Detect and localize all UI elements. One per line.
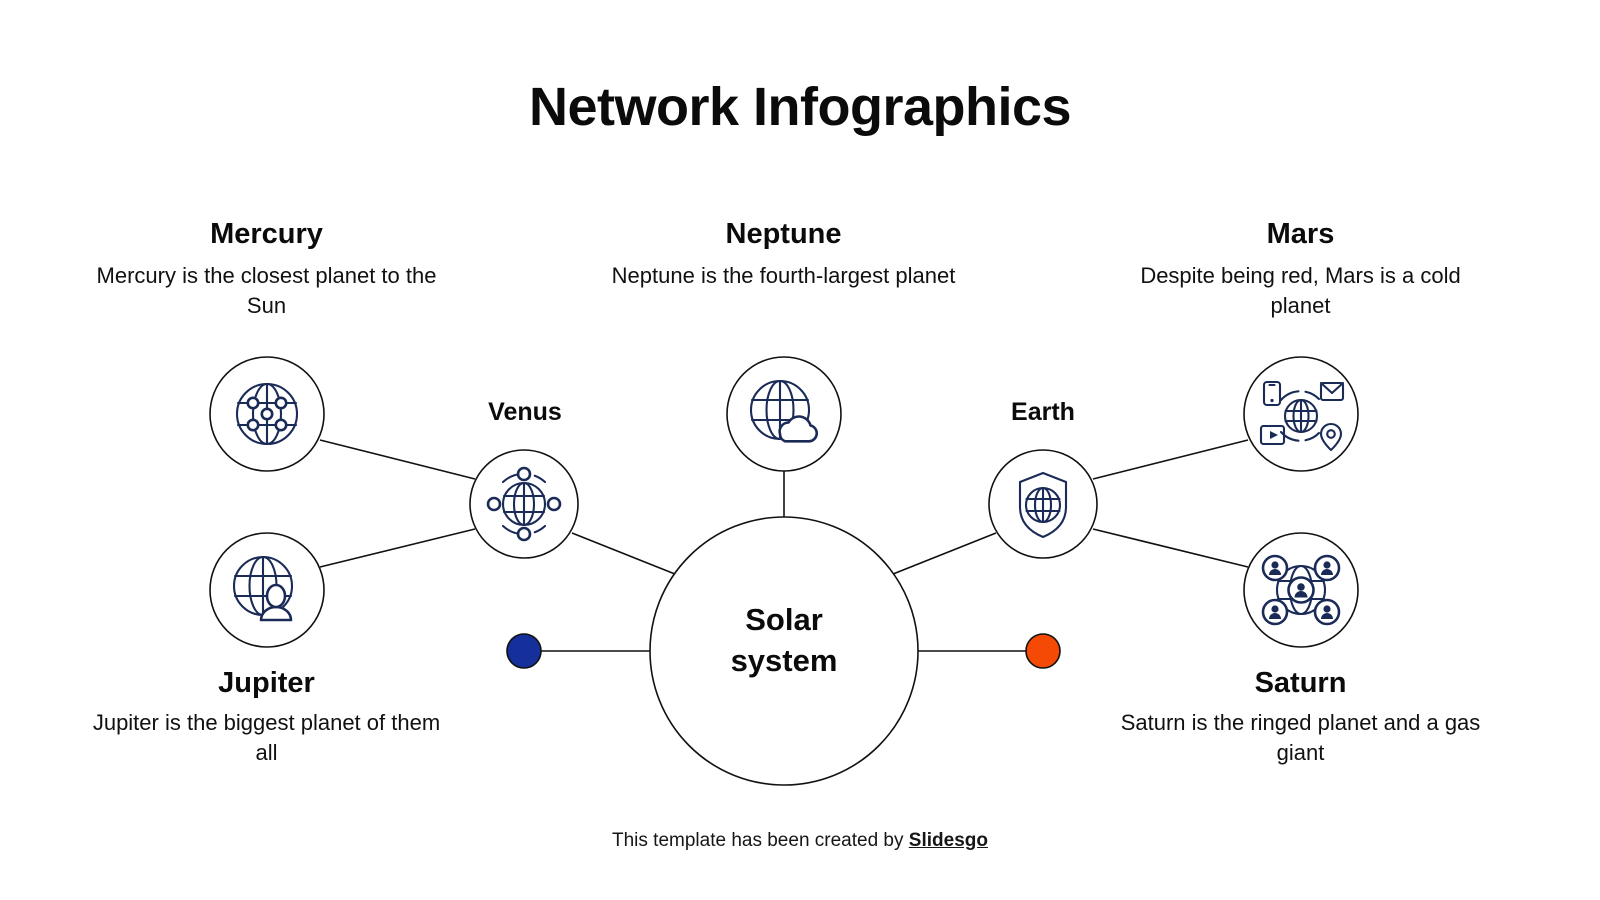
- center-node-label: Solar system: [656, 600, 912, 682]
- footer-brand-link[interactable]: Slidesgo: [908, 830, 988, 851]
- description-jupiter: Jupiter is the biggest planet of them al…: [92, 710, 441, 766]
- globe-orbit-icon: [486, 466, 562, 542]
- globe-media-icon: [1259, 380, 1345, 452]
- description-mercury: Mercury is the closest planet to the Sun: [96, 263, 437, 319]
- edge-center-earth: [877, 532, 997, 581]
- left-marker-dot[interactable]: [506, 633, 542, 669]
- edge-earth-saturn: [1092, 528, 1249, 568]
- node-venus[interactable]: [469, 449, 579, 559]
- block-neptune: Neptune Neptune is the fourth-largest pl…: [601, 218, 966, 291]
- center-node-circle[interactable]: [649, 516, 919, 786]
- node-mercury[interactable]: [209, 356, 325, 472]
- globe-network-icon: [235, 382, 299, 446]
- heading-saturn: Saturn: [1254, 667, 1347, 699]
- node-jupiter[interactable]: [209, 532, 325, 648]
- node-mars[interactable]: [1243, 356, 1359, 472]
- center-label-line2: system: [730, 642, 838, 678]
- heading-mercury: Mercury: [210, 218, 323, 250]
- globe-user-icon: [232, 555, 294, 622]
- right-marker-dot[interactable]: [1025, 633, 1061, 669]
- description-saturn: Saturn is the ringed planet and a gas gi…: [1120, 710, 1481, 766]
- globe-shield-icon: [1018, 471, 1068, 539]
- block-jupiter: Jupiter Jupiter is the biggest planet of…: [84, 667, 449, 768]
- globe-users-icon: [1261, 554, 1341, 626]
- heading-mars: Mars: [1266, 218, 1335, 250]
- heading-venus: Venus: [488, 398, 562, 426]
- edge-jupiter-venus: [319, 528, 476, 568]
- description-mars: Despite being red, Mars is a cold planet: [1140, 263, 1461, 319]
- heading-jupiter: Jupiter: [218, 667, 315, 699]
- footer-text: This template has been created by: [612, 830, 909, 851]
- node-neptune[interactable]: [726, 356, 842, 472]
- block-mars: Mars Despite being red, Mars is a cold p…: [1118, 218, 1483, 321]
- heading-earth: Earth: [1011, 398, 1075, 426]
- node-saturn[interactable]: [1243, 532, 1359, 648]
- globe-cloud-icon: [749, 379, 819, 443]
- page-title: Network Infographics: [528, 77, 1072, 137]
- block-saturn: Saturn Saturn is the ringed planet and a…: [1118, 667, 1483, 768]
- node-earth[interactable]: [988, 449, 1098, 559]
- heading-neptune: Neptune: [725, 218, 842, 250]
- footer-credit: This template has been created by Slides…: [0, 830, 1600, 852]
- center-label-line1: Solar: [745, 602, 823, 637]
- block-mercury: Mercury Mercury is the closest planet to…: [84, 218, 449, 321]
- edge-earth-mars: [1092, 439, 1249, 480]
- edge-venus-center: [571, 532, 691, 581]
- description-neptune: Neptune is the fourth-largest planet: [611, 263, 956, 289]
- edge-group: [319, 439, 1249, 652]
- edge-mercury-venus: [319, 439, 476, 480]
